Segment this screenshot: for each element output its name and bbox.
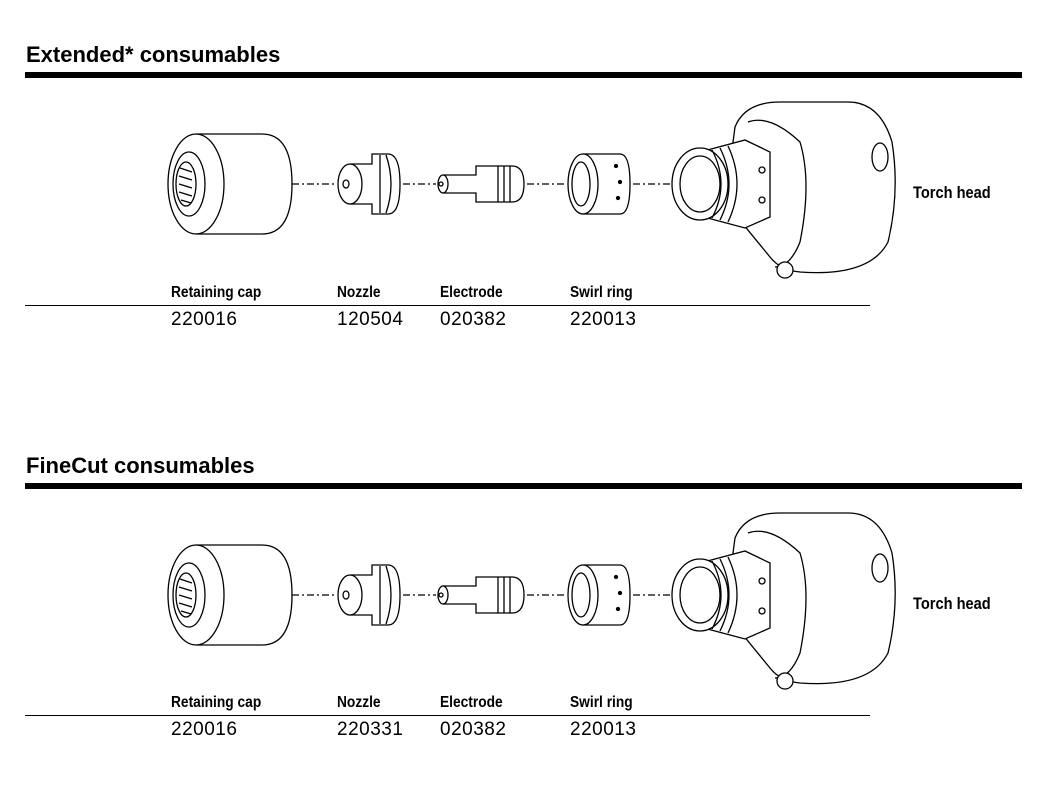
part-label-swirl-ring: Swirl ring xyxy=(570,284,633,301)
consumables-diagram xyxy=(167,512,896,690)
swirl-ring-drawing xyxy=(567,564,631,626)
part-label-electrode: Electrode xyxy=(440,284,503,301)
part-label-retaining-cap: Retaining cap xyxy=(171,284,262,301)
electrode-drawing xyxy=(437,576,525,614)
title-rule xyxy=(25,483,1022,489)
section-extended-consumables: Extended* consumables xyxy=(0,42,1049,382)
part-number-retaining-cap: 220016 xyxy=(171,719,238,740)
consumables-diagram xyxy=(167,101,896,279)
part-number-nozzle: 220331 xyxy=(337,719,404,740)
swirl-ring-drawing xyxy=(567,153,631,215)
retaining-cap-drawing xyxy=(167,133,293,235)
nozzle-drawing xyxy=(337,153,401,215)
torch-head-drawing xyxy=(671,512,896,690)
part-number-swirl-ring: 220013 xyxy=(570,309,637,330)
section-title: FineCut consumables xyxy=(26,453,255,478)
nozzle-drawing xyxy=(337,564,401,626)
part-number-swirl-ring: 220013 xyxy=(570,719,637,740)
part-number-nozzle: 120504 xyxy=(337,309,404,330)
table-rule xyxy=(25,715,870,716)
part-label-swirl-ring: Swirl ring xyxy=(570,694,633,711)
section-finecut-consumables: FineCut consumables xyxy=(0,453,1049,793)
part-number-electrode: 020382 xyxy=(440,719,507,740)
part-label-electrode: Electrode xyxy=(440,694,503,711)
part-label-nozzle: Nozzle xyxy=(337,694,381,711)
part-number-electrode: 020382 xyxy=(440,309,507,330)
torch-head-drawing xyxy=(671,101,896,279)
part-label-retaining-cap: Retaining cap xyxy=(171,694,262,711)
electrode-drawing xyxy=(437,165,525,203)
torch-head-label: Torch head xyxy=(913,183,991,202)
title-rule xyxy=(25,72,1022,78)
table-rule xyxy=(25,305,870,306)
part-label-nozzle: Nozzle xyxy=(337,284,381,301)
part-number-retaining-cap: 220016 xyxy=(171,309,238,330)
retaining-cap-drawing xyxy=(167,544,293,646)
section-title: Extended* consumables xyxy=(26,42,281,67)
torch-head-label: Torch head xyxy=(913,594,991,613)
